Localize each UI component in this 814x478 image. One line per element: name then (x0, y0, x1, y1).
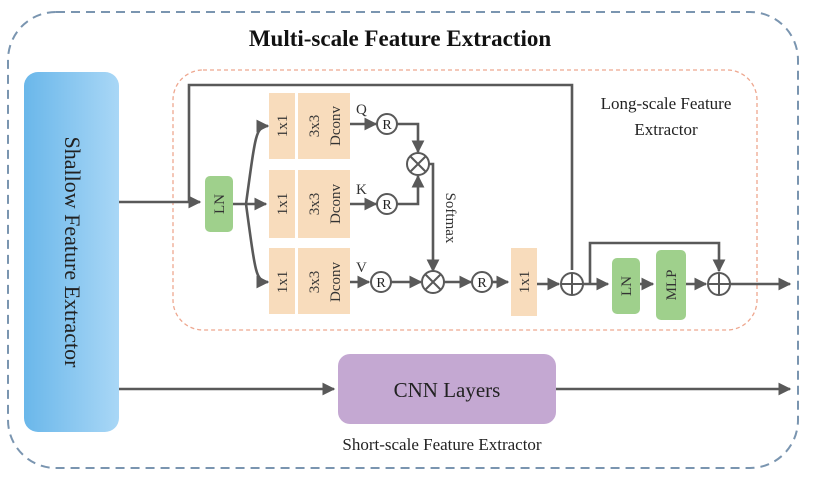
v-label: V (356, 260, 367, 276)
attention-multiply-x2 (424, 273, 442, 291)
diagram-title: Multi-scale Feature Extraction (249, 26, 552, 51)
ln-block-2 (612, 258, 640, 314)
output-conv1x1-label: 1x1 (517, 271, 533, 294)
q-dconv-label-a: 3x3 (307, 115, 323, 138)
output-conv1x1-block (511, 248, 537, 316)
residual-skip-line-2 (588, 241, 726, 284)
split-curve (244, 124, 267, 205)
q-reshape-label: R (382, 118, 392, 133)
q-conv1x1-label: 1x1 (275, 115, 291, 138)
k-reshape-label: R (382, 198, 392, 213)
k-conv1x1-label: 1x1 (275, 193, 291, 216)
cnn-layers-label: CNN Layers (394, 378, 501, 402)
q-dconv-block (298, 93, 350, 159)
ln-label-2: LN (619, 276, 635, 296)
k-label: K (356, 182, 367, 198)
k-conv1x1-block (269, 170, 295, 238)
split-curve-down (244, 203, 267, 284)
ln-label: LN (212, 194, 228, 214)
softmax-label: Softmax (442, 193, 458, 244)
long-scale-label-line2: Extractor (634, 120, 698, 139)
v-dconv-block (298, 248, 350, 314)
k-dconv-label-b: Dconv (328, 184, 344, 224)
outer-container (7, 11, 799, 469)
v-conv1x1-label: 1x1 (275, 271, 291, 294)
q-conv1x1-block (269, 93, 295, 159)
long-scale-label-line1: Long-scale Feature (601, 94, 732, 113)
mlp-block (656, 250, 686, 320)
k-dconv-label-a: 3x3 (307, 193, 323, 216)
ln-block (205, 176, 233, 232)
shallow-feature-extractor-label: Shallow Feature Extractor (60, 137, 85, 369)
arrow-qr-to-mult (397, 122, 425, 154)
arrow-kr-to-mult (397, 174, 425, 206)
q-dconv-label-b: Dconv (328, 106, 344, 146)
mlp-label: MLP (664, 270, 680, 301)
v-conv1x1-block (269, 248, 295, 314)
short-scale-label: Short-scale Feature Extractor (342, 435, 542, 454)
output-reshape-label: R (477, 276, 487, 291)
arrow-softmax-to-multiply (426, 162, 440, 273)
long-scale-container (172, 69, 758, 331)
k-dconv-block (298, 170, 350, 238)
shallow-feature-extractor-block (24, 72, 119, 432)
v-dconv-label-b: Dconv (328, 262, 344, 302)
cnn-layers-block (338, 354, 556, 424)
residual-skip-line (187, 83, 574, 270)
v-dconv-label-a: 3x3 (307, 271, 323, 294)
qk-multiply-x2 (409, 155, 427, 173)
q-label: Q (356, 102, 367, 118)
v-reshape-label: R (376, 276, 386, 291)
